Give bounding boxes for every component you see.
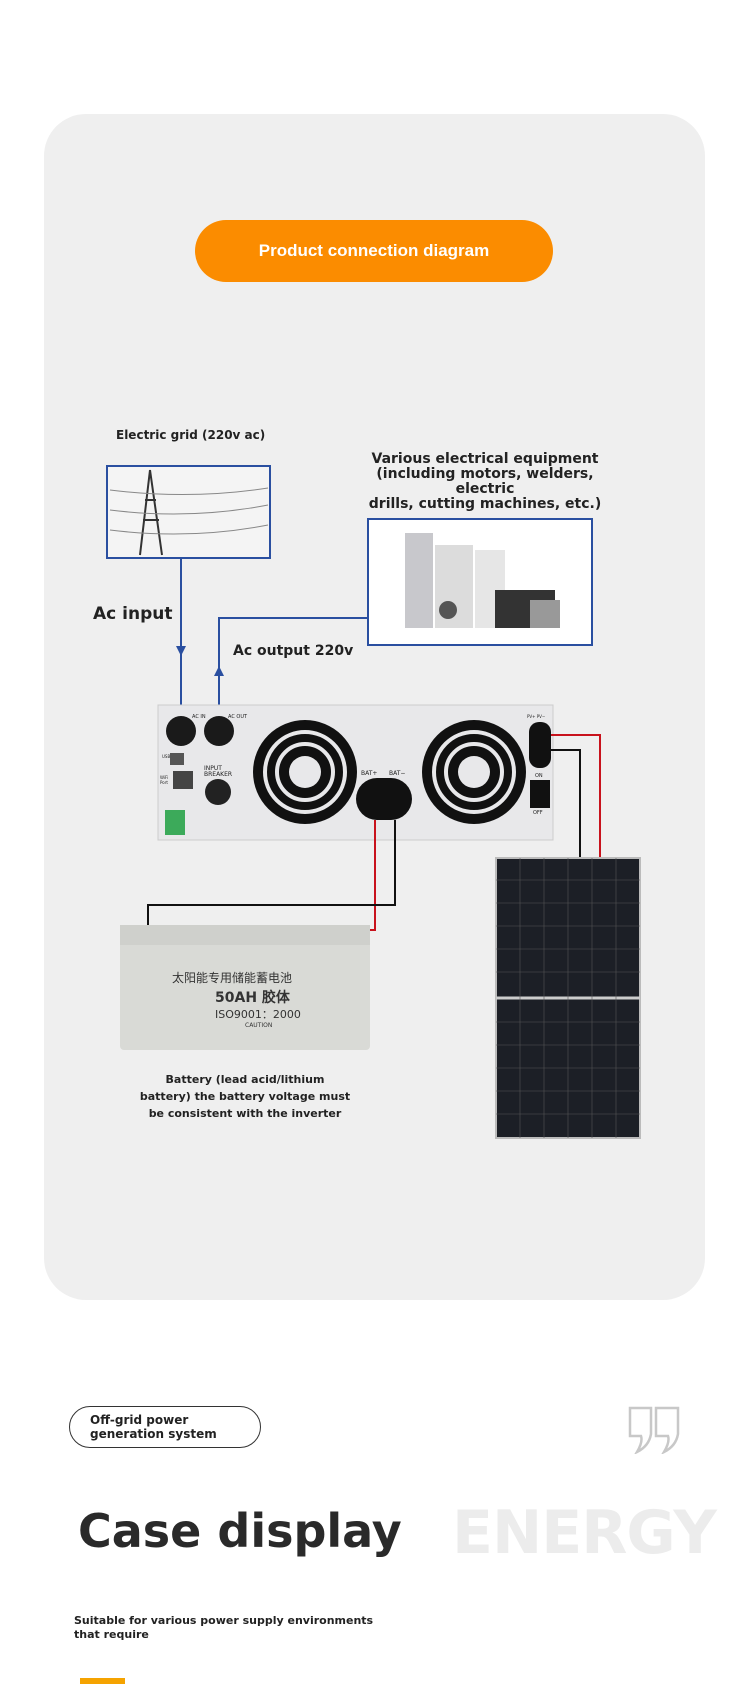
battery-image bbox=[120, 925, 370, 1050]
battery-iso: ISO9001：2000 bbox=[215, 1008, 301, 1021]
ac-output-label: Ac output 220v bbox=[233, 643, 354, 659]
battery-text-cn: 太阳能专用储能蓄电池 bbox=[172, 971, 293, 985]
usb-label: USB bbox=[162, 754, 171, 759]
tag-line: generation system bbox=[90, 1427, 217, 1441]
tag-line: Off-grid power bbox=[90, 1413, 189, 1427]
quote-icon bbox=[628, 1406, 680, 1454]
section-title-button[interactable]: Product connection diagram bbox=[195, 220, 553, 282]
power-tower-image bbox=[106, 465, 271, 559]
battery-label-line: Battery (lead acid/lithium bbox=[165, 1073, 325, 1086]
equipment-label-line: drills, cutting machines, etc.) bbox=[368, 496, 602, 512]
bat-minus-label: BAT− bbox=[389, 770, 406, 777]
equipment-label-line: Various electrical equipment bbox=[371, 451, 599, 467]
breaker-line: INPUT bbox=[204, 765, 222, 772]
inverter-image bbox=[157, 704, 554, 841]
ac-out-label: AC OUT bbox=[228, 714, 248, 720]
bat-plus-label: BAT+ bbox=[361, 770, 378, 777]
ac-in-label: AC IN bbox=[192, 714, 206, 720]
ac-input-label: Ac input bbox=[93, 604, 173, 624]
battery-label-line: be consistent with the inverter bbox=[148, 1107, 342, 1120]
wifi-label: WiFi Port bbox=[160, 775, 169, 785]
equipment-label-line: (including motors, welders, electric bbox=[376, 466, 594, 497]
case-subtitle: Suitable for various power supply enviro… bbox=[74, 1614, 374, 1641]
appliances-image bbox=[367, 518, 593, 646]
connection-diagram bbox=[106, 465, 641, 1139]
battery-label: Battery (lead acid/lithium battery) the … bbox=[130, 1071, 360, 1122]
accent-bar bbox=[80, 1678, 125, 1684]
pv-label: PV+ PV− bbox=[527, 714, 546, 719]
case-title: Case display bbox=[78, 1504, 402, 1558]
battery-label-line: battery) the battery voltage must bbox=[139, 1090, 351, 1103]
equipment-label: Various electrical equipment (including … bbox=[350, 452, 620, 512]
background-word: ENERGY bbox=[452, 1498, 717, 1568]
solar-panel-image bbox=[495, 857, 641, 1139]
battery-capacity: 50AH 胶体 bbox=[215, 990, 290, 1006]
battery-caution: CAUTION bbox=[245, 1022, 273, 1029]
grid-label: Electric grid (220v ac) bbox=[116, 428, 266, 442]
off-label: OFF bbox=[533, 810, 543, 816]
on-label: ON bbox=[535, 773, 543, 779]
breaker-line: BREAKER bbox=[204, 771, 233, 778]
